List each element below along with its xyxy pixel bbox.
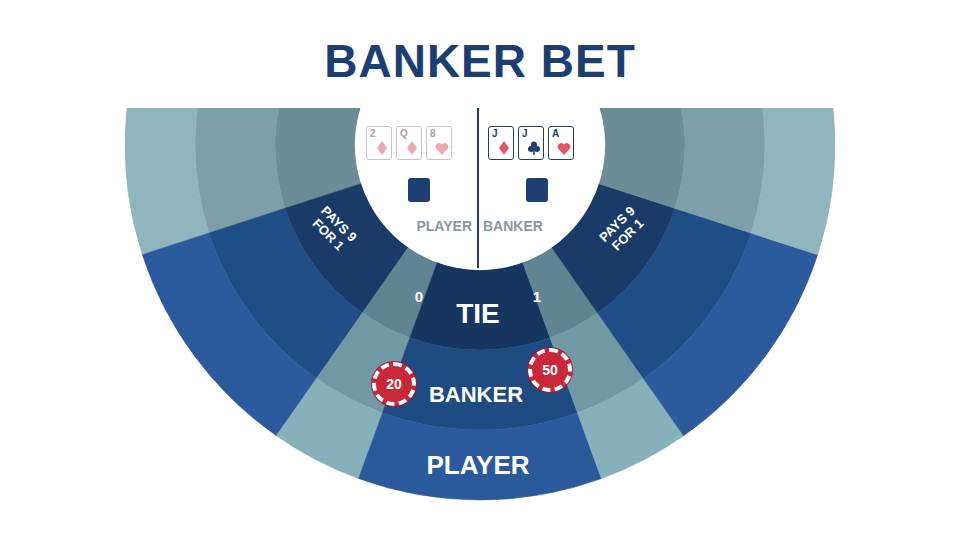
table-segment <box>744 108 835 255</box>
label-text: 2 <box>370 128 376 139</box>
suit-heart <box>436 143 449 155</box>
hand-area <box>355 108 605 270</box>
bet-zone: TIE <box>456 298 500 330</box>
label-text: PAYS 9 FOR 1 <box>590 197 656 263</box>
payout-zone: PAYS 9 FOR 1 <box>300 197 366 263</box>
label-text: PAYS 9 FOR 1 <box>300 197 366 263</box>
suit-diamond <box>499 141 509 155</box>
label-text: BANKER <box>483 218 543 234</box>
playing-card: Q <box>396 126 422 160</box>
label-text: J <box>492 128 498 139</box>
playing-card: J <box>488 126 514 160</box>
label-text: TIE <box>456 298 500 329</box>
playing-card: A <box>548 126 574 160</box>
title: BANKER BET <box>0 34 960 88</box>
label-text: J <box>522 128 528 139</box>
hand-panel: BANKER J J A 1 <box>478 108 600 270</box>
betting-chip: 50 <box>528 348 572 392</box>
betting-chip: 20 <box>372 362 416 406</box>
bet-zone: PLAYER <box>426 450 529 481</box>
suit-diamond <box>377 141 387 155</box>
label-text: 50 <box>542 362 558 378</box>
suit-club <box>528 142 540 156</box>
playing-card: 2 <box>366 126 392 160</box>
score-box: 0 <box>408 178 430 202</box>
label-text: Q <box>400 128 408 139</box>
table-segment <box>125 108 216 255</box>
divider-line <box>477 108 479 268</box>
label-text: 20 <box>386 376 402 392</box>
table-segment <box>643 233 817 436</box>
payout-zone: PAYS 9 FOR 1 <box>590 197 656 263</box>
label-text: 0 <box>415 288 423 305</box>
suit-heart <box>558 143 571 155</box>
table-segment <box>670 108 765 233</box>
playing-card: 8 <box>426 126 452 160</box>
table-segment <box>596 108 685 208</box>
suit-diamond <box>407 141 417 155</box>
hand-panel: PLAYER 2 Q 8 0 <box>358 108 478 270</box>
table-segment <box>142 233 316 436</box>
bet-zone: BANKER2050 <box>316 375 636 415</box>
label-text: A <box>552 128 559 139</box>
label-text: PLAYER <box>416 218 472 234</box>
label-text: 1 <box>533 288 541 305</box>
label-text: 8 <box>430 128 436 139</box>
label-text: PLAYER <box>426 450 529 480</box>
table-rings <box>125 108 835 500</box>
playing-card: J <box>518 126 544 160</box>
score-box: 1 <box>526 178 548 202</box>
table-segment <box>359 413 602 500</box>
label-text: BANKER <box>429 382 523 408</box>
